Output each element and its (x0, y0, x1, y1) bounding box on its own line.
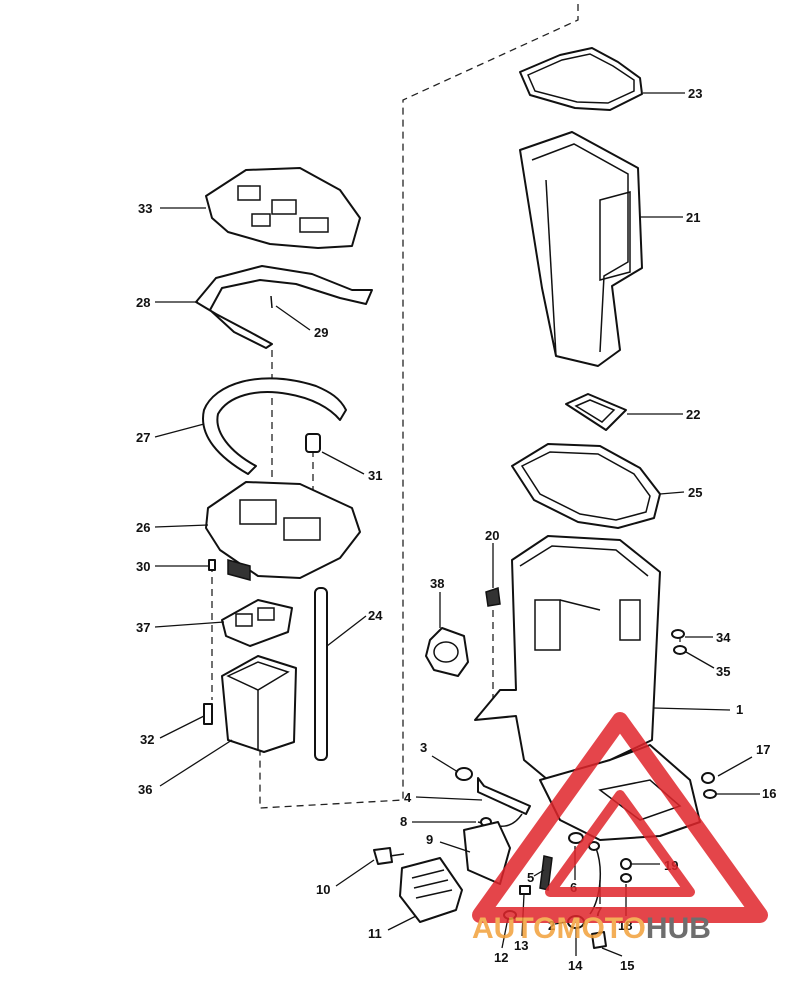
callout-4: 4 (404, 790, 412, 805)
callout-31: 31 (368, 468, 382, 483)
callout-15: 15 (620, 958, 634, 973)
part-37-gasket (221, 599, 293, 647)
watermark-brand-part2: HUB (646, 912, 711, 945)
callout-2: 2 (548, 918, 555, 933)
callout-5: 5 (527, 870, 534, 885)
callout-34: 34 (716, 630, 731, 645)
part-16-washer (703, 789, 717, 799)
watermark-triangle (472, 712, 768, 923)
svg-text:AUTOMOTOHUB: AUTOMOTOHUB (472, 912, 711, 945)
callout-37: 37 (136, 620, 150, 635)
callout-30: 30 (136, 559, 150, 574)
part-26-adapter-plate (205, 481, 361, 581)
callout-10: 10 (316, 882, 330, 897)
part-29-pin (270, 295, 273, 309)
callout-8: 8 (400, 814, 407, 829)
part-24-tube (314, 587, 328, 761)
watermark-logo: AUTOMOTOHUB (472, 712, 768, 945)
callout-29: 29 (314, 325, 328, 340)
callout-36: 36 (138, 782, 152, 797)
callout-24: 24 (368, 608, 383, 623)
callout-3: 3 (420, 740, 427, 755)
callout-14: 14 (568, 958, 583, 973)
callout-20: 20 (485, 528, 499, 543)
part-21-exhaust-adapter (519, 131, 643, 367)
callout-17: 17 (756, 742, 770, 757)
part-38-plug (425, 627, 469, 677)
callout-leader-lines (154, 92, 760, 957)
callout-35: 35 (716, 664, 730, 679)
part-23-top-gasket (519, 47, 643, 111)
part-18-washer (620, 873, 632, 883)
part-13-nut (519, 885, 531, 895)
callout-27: 27 (136, 430, 150, 445)
callout-25: 25 (688, 485, 702, 500)
callout-1: 1 (736, 702, 743, 717)
part-3-nut (455, 767, 473, 781)
part-10-bolt (373, 847, 405, 865)
part-15-bolt (591, 931, 607, 949)
callout-28: 28 (136, 295, 150, 310)
callout-13: 13 (514, 938, 528, 953)
part-19-nut (620, 858, 632, 870)
callout-32: 32 (140, 732, 154, 747)
watermark-brand-part1: AUTOMOTO (472, 912, 646, 945)
part-27-seal-strip (202, 377, 347, 475)
callout-9: 9 (426, 832, 433, 847)
part-20-fitting (485, 586, 501, 607)
part-25-gasket (511, 443, 661, 529)
part-4-stud (477, 777, 531, 815)
part-11-trim-plate (399, 857, 463, 923)
part-28-gasket (195, 265, 373, 349)
callout-11: 11 (368, 926, 382, 941)
callout-21: 21 (686, 210, 700, 225)
part-31-bushing (305, 433, 321, 453)
callout-23: 23 (688, 86, 702, 101)
part-17-nut (701, 772, 715, 784)
callout-26: 26 (136, 520, 150, 535)
callout-labels: 1 2 3 4 5 6 7 8 9 10 11 12 13 14 15 16 1… (136, 86, 776, 973)
part-35-washer (673, 645, 687, 655)
callout-16: 16 (762, 786, 776, 801)
callout-38: 38 (430, 576, 444, 591)
part-22-seal (565, 393, 627, 431)
part-9-bracket (463, 821, 511, 885)
part-36-exhaust-block (221, 655, 297, 753)
part-33-gasket-plate (205, 167, 361, 249)
callout-22: 22 (686, 407, 700, 422)
callout-33: 33 (138, 201, 152, 216)
part-32-bolt (203, 703, 213, 725)
part-34-washer (671, 629, 685, 639)
part-30-pin (208, 559, 216, 571)
callout-12: 12 (494, 950, 508, 965)
